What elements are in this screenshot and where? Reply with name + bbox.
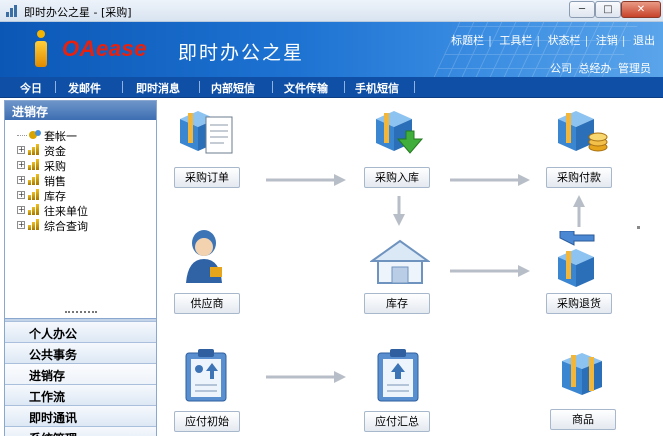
payable-summary-button[interactable]: 应付汇总 bbox=[364, 411, 430, 432]
logo-icon bbox=[34, 30, 48, 68]
chart-icon bbox=[28, 144, 40, 155]
user-info: 公司 总经办 管理员 bbox=[547, 60, 651, 76]
user-role: 管理员 bbox=[618, 62, 651, 75]
module-inventory-sales[interactable]: 进销存 bbox=[5, 363, 156, 384]
supplier-button[interactable]: 供应商 bbox=[174, 293, 240, 314]
expand-icon[interactable]: + bbox=[17, 190, 25, 199]
nav-mobile-sms[interactable]: 手机短信 bbox=[355, 82, 399, 95]
purchase-order-button[interactable]: 采购订单 bbox=[174, 167, 240, 188]
workflow-panel: 采购订单 采购入库 采购付款 bbox=[158, 99, 663, 436]
purchase-inbound-button[interactable]: 采购入库 bbox=[364, 167, 430, 188]
close-button[interactable]: ✕ bbox=[621, 1, 661, 18]
link-logout[interactable]: 注销 bbox=[595, 34, 618, 47]
window-title: 即时办公之星 - [采购] bbox=[24, 6, 132, 19]
arrow-right-icon bbox=[266, 174, 346, 186]
arrow-up-icon bbox=[573, 195, 585, 227]
main-nav: 今日 发邮件 即时消息 内部短信 文件传输 手机短信 bbox=[0, 77, 663, 98]
splitter-grip[interactable] bbox=[65, 311, 97, 313]
chart-icon bbox=[28, 219, 40, 230]
splitter[interactable] bbox=[5, 318, 156, 321]
expand-icon[interactable]: + bbox=[17, 160, 25, 169]
purchase-return-icon[interactable] bbox=[554, 230, 610, 292]
arrow-right-icon bbox=[450, 174, 530, 186]
module-instant-communication[interactable]: 即时通讯 bbox=[5, 405, 156, 426]
arrow-down-icon bbox=[393, 196, 405, 226]
maximize-button[interactable]: □ bbox=[595, 1, 621, 18]
window-titlebar: 即时办公之星 - [采购] ─ □ ✕ bbox=[0, 0, 663, 22]
purchase-order-icon[interactable] bbox=[176, 105, 234, 158]
nav-instant-message[interactable]: 即时消息 bbox=[136, 82, 180, 95]
sidebar-title: 进销存 bbox=[5, 101, 156, 120]
purchase-payment-button[interactable]: 采购付款 bbox=[546, 167, 612, 188]
expand-icon[interactable]: + bbox=[17, 145, 25, 154]
nav-file-transfer[interactable]: 文件传输 bbox=[284, 82, 328, 95]
link-exit[interactable]: 退出 bbox=[633, 34, 655, 47]
payable-init-icon[interactable] bbox=[184, 347, 228, 406]
link-status-bar[interactable]: 状态栏 bbox=[547, 34, 581, 47]
chart-icon bbox=[28, 189, 40, 200]
account-set-icon bbox=[28, 129, 41, 140]
link-title-bar[interactable]: 标题栏 bbox=[451, 34, 485, 47]
scroll-indicator bbox=[637, 226, 640, 229]
supplier-icon[interactable] bbox=[182, 227, 228, 290]
module-personal-office[interactable]: 个人办公 bbox=[5, 321, 156, 342]
expand-icon[interactable]: + bbox=[17, 205, 25, 214]
minimize-button[interactable]: ─ bbox=[569, 1, 595, 18]
top-links: 标题栏| 工具栏| 状态栏| 注销| 退出 bbox=[451, 34, 655, 47]
chart-icon bbox=[28, 204, 40, 215]
user-department: 总经办 bbox=[578, 62, 612, 75]
product-box-icon[interactable] bbox=[558, 349, 606, 402]
module-system-management[interactable]: 系统管理 bbox=[5, 426, 156, 436]
arrow-right-icon bbox=[450, 265, 530, 277]
nav-today[interactable]: 今日 bbox=[20, 82, 42, 95]
payable-init-button[interactable]: 应付初始 bbox=[174, 411, 240, 432]
inventory-button[interactable]: 库存 bbox=[364, 293, 430, 314]
brand-name-cn: 即时办公之星 bbox=[178, 42, 305, 64]
sidebar: 进销存 套帐一 + 资金 + 采购 + 销售 + 库存 + bbox=[4, 100, 157, 436]
nav-internal-sms[interactable]: 内部短信 bbox=[211, 82, 255, 95]
sidebar-tree: 套帐一 + 资金 + 采购 + 销售 + 库存 + 往来单位 + bbox=[17, 129, 88, 233]
expand-icon[interactable]: + bbox=[17, 175, 25, 184]
payable-summary-icon[interactable] bbox=[376, 347, 420, 406]
expand-icon[interactable]: + bbox=[17, 220, 25, 229]
module-public-affairs[interactable]: 公共事务 bbox=[5, 342, 156, 363]
warehouse-icon[interactable] bbox=[368, 239, 432, 288]
app-banner: OAease 即时办公之星 标题栏| 工具栏| 状态栏| 注销| 退出 公司 总… bbox=[0, 22, 663, 77]
user-company: 公司 bbox=[550, 62, 572, 75]
nav-send-mail[interactable]: 发邮件 bbox=[68, 82, 101, 95]
purchase-return-button[interactable]: 采购退货 bbox=[546, 293, 612, 314]
arrow-right-icon bbox=[266, 371, 346, 383]
product-button[interactable]: 商品 bbox=[550, 409, 616, 430]
brand-name: OAease bbox=[62, 36, 147, 61]
purchase-inbound-icon[interactable] bbox=[372, 105, 428, 160]
purchase-payment-icon[interactable] bbox=[554, 105, 610, 160]
chart-icon bbox=[28, 159, 40, 170]
chart-icon bbox=[28, 174, 40, 185]
link-toolbar[interactable]: 工具栏 bbox=[499, 34, 533, 47]
module-workflow[interactable]: 工作流 bbox=[5, 384, 156, 405]
app-icon bbox=[6, 5, 18, 17]
